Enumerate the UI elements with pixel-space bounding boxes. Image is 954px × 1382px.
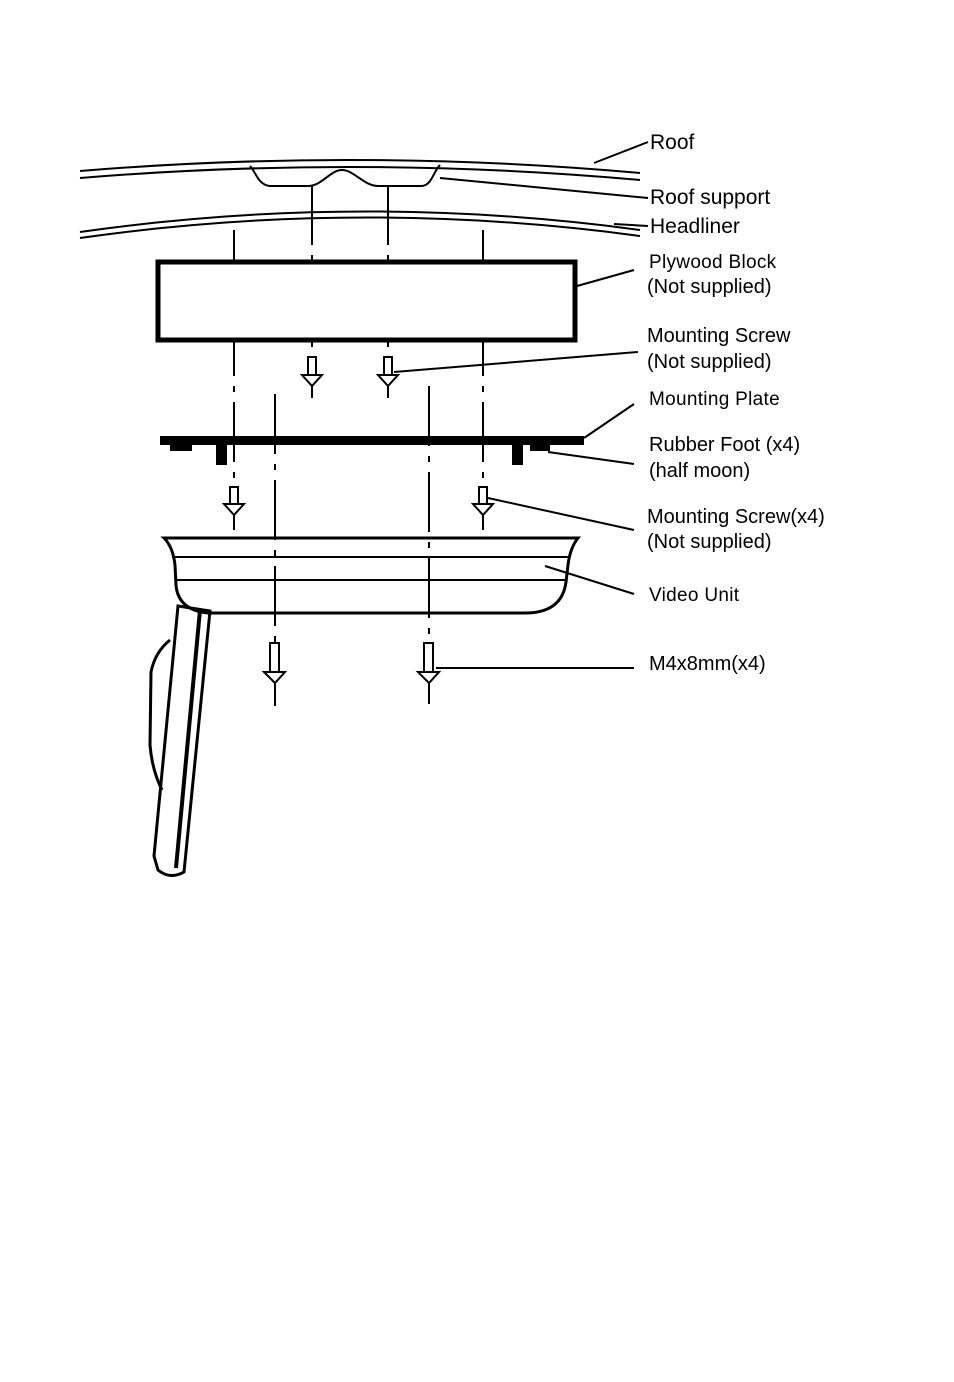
label-plywood-block: Plywood Block <box>649 252 777 273</box>
leader-mounting-screw-x4 <box>487 497 635 531</box>
m4-screw-left <box>261 642 288 685</box>
leader-headliner <box>613 223 649 227</box>
video-unit-screen <box>152 604 212 877</box>
label-rubber-foot: Rubber Foot (x4) <box>649 434 801 456</box>
leader-mounting-plate <box>583 403 635 439</box>
leader-rubber-foot <box>547 451 635 465</box>
label-mounting-screw-x4: Mounting Screw(x4) <box>647 506 825 528</box>
label-plywood-block-note: (Not supplied) <box>647 276 772 298</box>
headliner <box>79 210 641 239</box>
mounting-screw-x4-left <box>221 486 247 517</box>
label-mounting-screw: Mounting Screw <box>647 325 791 347</box>
label-mounting-screw-note: (Not supplied) <box>647 351 772 373</box>
label-headliner: Headliner <box>650 215 740 238</box>
leader-mounting-screw <box>393 351 639 373</box>
rubber-foot <box>512 445 523 465</box>
m4-screw-right <box>415 642 442 685</box>
label-video-unit: Video Unit <box>649 585 740 606</box>
leader-roof <box>593 141 649 164</box>
plywood-block <box>155 259 578 343</box>
rubber-foot <box>530 445 550 451</box>
mounting-plate <box>160 436 584 465</box>
leader-video-unit <box>544 565 635 595</box>
video-unit-hinge-cover <box>148 638 171 791</box>
roof-support <box>249 164 441 187</box>
label-mounting-plate: Mounting Plate <box>649 389 780 410</box>
rubber-foot <box>216 445 227 465</box>
label-rubber-foot-note: (half moon) <box>649 460 751 482</box>
mounting-screw-left <box>299 356 325 388</box>
mounting-screw-x4-right <box>470 486 496 517</box>
label-m4-screw: M4x8mm(x4) <box>649 653 766 675</box>
mounting-screw-right <box>375 356 401 388</box>
roof <box>79 159 641 181</box>
leader-roof-support <box>439 177 649 199</box>
rubber-foot <box>170 445 192 451</box>
video-unit <box>148 536 582 877</box>
label-roof-support: Roof support <box>650 186 771 209</box>
leader-lines <box>393 141 649 669</box>
leader-plywood-block <box>576 269 635 287</box>
label-roof: Roof <box>650 131 695 154</box>
label-mounting-screw-x4-note: (Not supplied) <box>647 531 772 553</box>
